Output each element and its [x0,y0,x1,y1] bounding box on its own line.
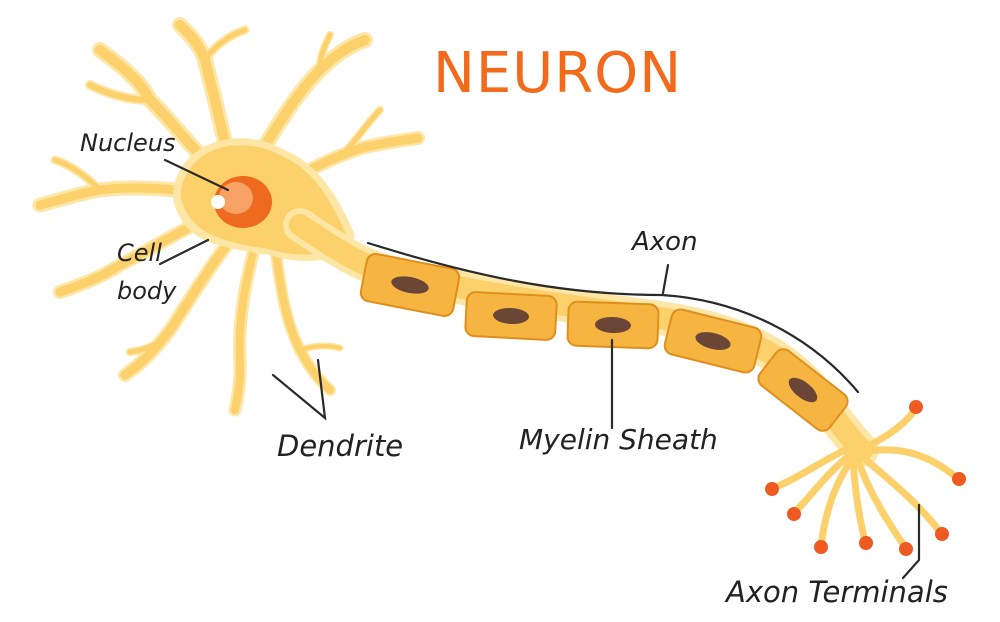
dendrite-label: Dendrite [277,429,404,463]
axon-leader [661,263,670,295]
axon-terminal-dot [787,507,801,521]
dendrite-leader [271,358,327,421]
axon-terminal-dot [909,400,923,414]
axon-terminal-dot [952,472,966,486]
cell-body-label-line2: body [117,277,177,305]
cell-body-label-line1: Cell [117,239,162,267]
cell-body-leader [158,238,210,266]
nucleolus [211,195,225,209]
nucleus-inner [219,182,253,214]
myelin-sheath-label: Myelin Sheath [519,423,718,456]
axon-terminal-dot [935,527,949,541]
page-title: NEURON [433,41,683,106]
nucleus-label: Nucleus [80,129,176,157]
myelin-segment [464,291,558,341]
axon-terminals-leader [901,503,921,580]
nucleus-leader [163,158,230,192]
axon-label: Axon [632,227,698,257]
axon-terminal-dot [765,482,779,496]
myelin-segment [359,253,461,317]
axon-terminal-dot [859,536,873,550]
axon-bracket [366,241,860,394]
axon-terminal-branches [769,406,961,551]
axon-terminal-dot [814,540,828,554]
myelin-segment [757,348,849,432]
myelin-sheath-segments [359,253,849,432]
myelin-segment [566,300,660,350]
leader-lines [158,158,921,580]
axon-terminal-dots [765,400,966,556]
myelin-segment [663,308,763,374]
axon-terminals-label: Axon Terminals [726,575,948,609]
axon-terminal-dot [899,542,913,556]
